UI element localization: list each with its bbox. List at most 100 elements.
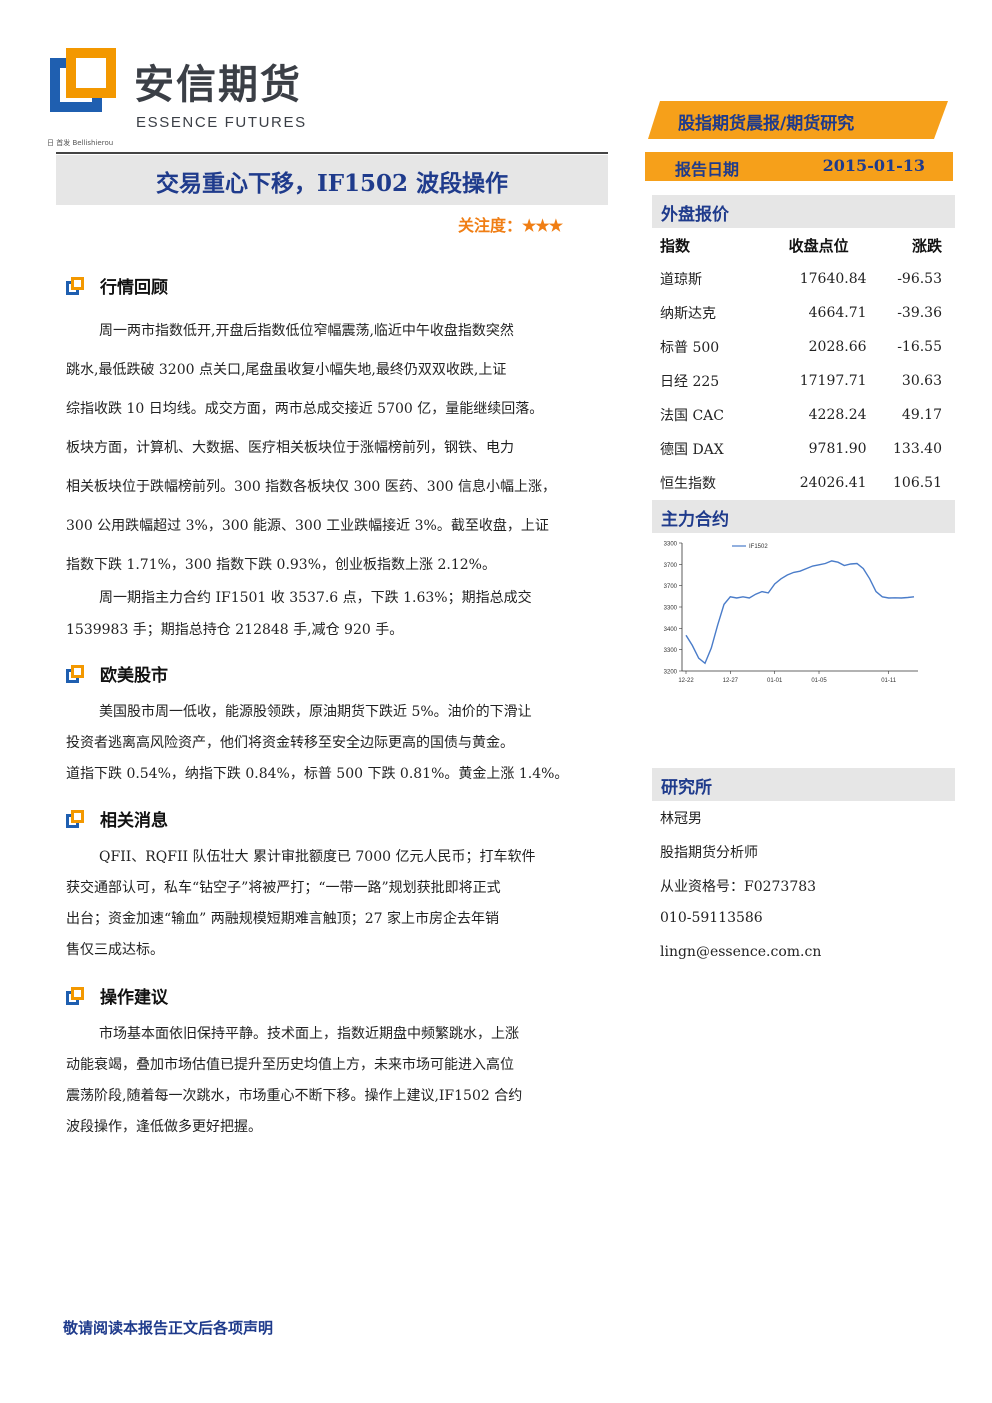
analyst-license: 从业资格号：F0273783 (660, 879, 817, 895)
section-heading-news: 相关消息 (66, 806, 168, 831)
index-name: 标普 500 (660, 340, 720, 356)
section-bullet-icon (66, 276, 84, 295)
title-divider (56, 152, 608, 154)
close-value: 4228.24 (808, 407, 867, 423)
table-header-row: 指数 收盘点位 涨跌 (660, 228, 942, 262)
section-heading-us-europe: 欧美股市 (66, 661, 168, 686)
x-tick-label: 01-05 (811, 678, 827, 684)
close-value: 2028.66 (808, 339, 867, 355)
paragraph-advice: 市场基本面依旧保持平静。技术面上，指数近期盘中频繁跳水，上涨 动能衰竭，叠加市场… (66, 1019, 599, 1143)
text-line: 波段操作，逢低做多更好把握。 (66, 1119, 262, 1135)
text-line: 道指下跌 0.54%，纳指下跌 0.84%，标普 500 下跌 0.81%。黄金… (66, 766, 569, 782)
attention-rating: 关注度：★★★ (458, 212, 563, 236)
analyst-email[interactable]: lingn@essence.com.cn (660, 944, 822, 960)
logo-english-name: ESSENCE FUTURES (136, 114, 307, 131)
star-rating-icon: ★★★ (522, 216, 563, 235)
section-title: 欧美股市 (100, 666, 168, 686)
change-value: 106.51 (893, 475, 942, 491)
company-logo: 安信期货 ESSENCE FUTURES (50, 48, 320, 138)
index-name: 道琼斯 (660, 272, 702, 288)
text-line: 投资者逃离高风险资产，他们将资金转移至安全边际更高的国债与黄金。 (66, 735, 514, 751)
y-tick-label: 3200 (664, 670, 678, 676)
section-bullet-icon (66, 664, 84, 683)
tiny-header-text: 日 首发 Bellishierou (47, 139, 114, 147)
change-value: -96.53 (897, 271, 942, 287)
close-value: 17197.71 (799, 373, 867, 389)
quotes-table: 指数 收盘点位 涨跌 道琼斯 17640.84 -96.53 纳斯达克 4664.71… (660, 228, 942, 500)
footer-disclaimer: 敬请阅读本报告正文后各项声明 (63, 1319, 274, 1337)
text-line: 美国股市周一低收，能源股领跌，原油期货下跌近 5%。油价的下滑让 (99, 704, 532, 720)
report-date-value: 2015-01-13 (822, 156, 925, 175)
report-type: 股指期货晨报/期货研究 (678, 114, 855, 134)
text-line: 板块方面，计算机、大数据、医疗相关板块位于涨幅榜前列，钢铁、电力 (66, 440, 514, 456)
text-line: 跳水,最低跌破 3200 点关口,尾盘虽收复小幅失地,最终仍双双收跌,上证 (66, 362, 507, 378)
report-title-box: 交易重心下移，IF1502 波段操作 (56, 155, 608, 205)
report-type-banner: 股指期货晨报/期货研究 (648, 101, 948, 139)
text-line: 300 公用跌幅超过 3%，300 能源、300 工业跌幅接近 3%。截至收盘，… (66, 518, 549, 534)
index-name: 纳斯达克 (660, 306, 716, 322)
close-value: 24026.41 (799, 475, 867, 491)
attention-label: 关注度： (458, 216, 523, 235)
column-header: 指数 (660, 236, 691, 255)
paragraph-news: QFII、RQFII 队伍壮大 累计审批额度已 7000 亿元人民币；打车软件 … (66, 842, 599, 966)
x-tick-label: 12-22 (678, 678, 694, 684)
contract-title: 主力合约 (661, 510, 729, 530)
quotes-title: 外盘报价 (661, 205, 729, 225)
analyst-phone: 010-59113586 (660, 910, 763, 926)
series-line-IF1502 (685, 560, 915, 665)
text-line: 综指收跌 10 日均线。成交方面，两市总成交接近 5700 亿，量能继续回落。 (66, 401, 544, 417)
text-line: 市场基本面依旧保持平静。技术面上，指数近期盘中频繁跳水，上涨 (99, 1026, 519, 1042)
index-name: 德国 DAX (660, 442, 724, 458)
logo-mark-icon (50, 48, 116, 112)
table-row: 日经 225 17197.71 30.63 (660, 364, 942, 398)
change-value: 30.63 (901, 373, 942, 389)
y-tick-label: 3400 (664, 627, 678, 633)
text-line: 震荡阶段,随着每一次跳水，市场重心不断下移。操作上建议,IF1502 合约 (66, 1088, 523, 1104)
index-name: 恒生指数 (660, 476, 716, 492)
y-tick-label: 3700 (664, 584, 678, 590)
section-heading-market-review: 行情回顾 (66, 273, 168, 298)
paragraph-us-europe: 美国股市周一低收，能源股领跌，原油期货下跌近 5%。油价的下滑让 投资者逃离高风… (66, 697, 599, 790)
index-name: 日经 225 (660, 374, 720, 390)
index-name: 法国 CAC (660, 408, 724, 424)
table-row: 道琼斯 17640.84 -96.53 (660, 262, 942, 296)
report-title: 交易重心下移，IF1502 波段操作 (155, 170, 509, 197)
text-line: 指数下跌 1.71%，300 指数下跌 0.93%，创业板指数上涨 2.12%。 (66, 557, 496, 573)
y-tick-label: 3300 (664, 606, 678, 612)
section-bullet-icon (66, 809, 84, 828)
research-title: 研究所 (661, 778, 712, 798)
contract-header: 主力合约 (652, 500, 955, 533)
x-tick-label: 01-01 (767, 678, 783, 684)
section-heading-advice: 操作建议 (66, 983, 168, 1008)
analyst-title: 股指期货分析师 (660, 845, 758, 861)
quotes-header: 外盘报价 (652, 195, 955, 228)
text-line: 1539983 手；期指总持仓 212848 手,减仓 920 手。 (66, 622, 404, 638)
logo-chinese-name: 安信期货 (134, 62, 302, 108)
change-value: -16.55 (897, 339, 942, 355)
text-line: 周一期指主力合约 IF1501 收 3537.6 点，下跌 1.63%；期指总成… (99, 590, 532, 606)
y-tick-label: 3700 (664, 563, 678, 569)
y-tick-label: 3300 (664, 648, 678, 654)
section-bullet-icon (66, 986, 84, 1005)
section-title: 操作建议 (100, 988, 168, 1008)
x-tick-label: 01-11 (881, 678, 897, 684)
close-value: 17640.84 (799, 271, 867, 287)
table-row: 标普 500 2028.66 -16.55 (660, 330, 942, 364)
close-value: 4664.71 (808, 305, 867, 321)
research-header: 研究所 (652, 768, 955, 801)
change-value: 133.40 (893, 441, 942, 457)
legend-label: IF1502 (749, 544, 768, 550)
text-line: 动能衰竭，叠加市场估值已提升至历史均值上方，未来市场可能进入高位 (66, 1057, 514, 1073)
text-line: QFII、RQFII 队伍壮大 累计审批额度已 7000 亿元人民币；打车软件 (99, 849, 536, 865)
analyst-name: 林冠男 (660, 811, 702, 827)
text-line: 相关板块位于跌幅榜前列。300 指数各板块仅 300 医药、300 信息小幅上涨… (66, 479, 556, 495)
text-line: 售仅三成达标。 (66, 942, 164, 958)
paragraph-market-review-2: 周一期指主力合约 IF1501 收 3537.6 点，下跌 1.63%；期指总成… (66, 582, 599, 646)
banner-shape-icon (648, 101, 948, 139)
text-line: 周一两市指数低开,开盘后指数低位窄幅震荡,临近中午收盘指数突然 (99, 323, 514, 339)
section-title: 相关消息 (100, 811, 168, 831)
text-line: 出台；资金加速“输血” 两融规模短期难言触顶；27 家上市房企去年销 (66, 911, 500, 927)
